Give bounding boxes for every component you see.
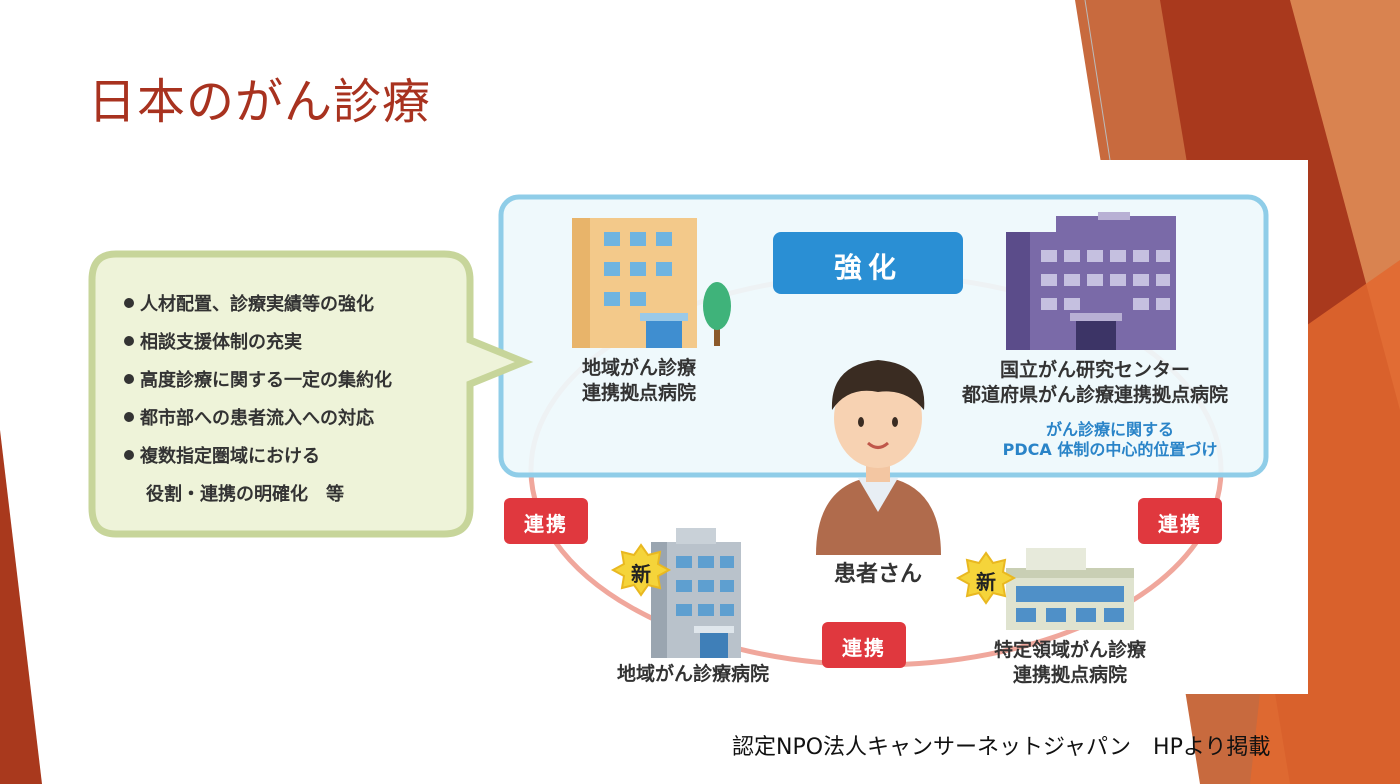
new-label-specific: 新 (971, 566, 1001, 595)
patient-label: 患者さん (798, 562, 958, 587)
source-credit: 認定NPO法人キャンサーネットジャパン HPより掲載 (732, 729, 1270, 761)
regional-hub-label-line1: 地域がん診療 (544, 356, 734, 381)
specific-area-label-line2: 連携拠点病院 (970, 663, 1170, 688)
strengthen-label: 強化 (773, 246, 963, 286)
bullet-item: 複数指定圏域における (124, 438, 392, 476)
national-center-note: がん診療に関する PDCA 体制の中心的位置づけ (960, 420, 1260, 460)
summary-bullets: 人材配置、診療実績等の強化 相談支援体制の充実 高度診療に関する一定の集約化 都… (124, 286, 392, 514)
national-center-label-line1: 国立がん研究センター (930, 358, 1260, 383)
slide-title: 日本のがん診療 (88, 62, 431, 132)
diagram-panel: 強化 地域がん診療 連携拠点病院 国立がん研究センター 都道府県がん診療連携拠点… (486, 160, 1308, 694)
bullet-continuation: 役割・連携の明確化 等 (124, 476, 392, 514)
link-label-right: 連携 (1138, 508, 1222, 537)
national-note-line2: PDCA 体制の中心的位置づけ (960, 440, 1260, 460)
specific-area-label-line1: 特定領域がん診療 (970, 638, 1170, 663)
national-center-label-line2: 都道府県がん診療連携拠点病院 (930, 383, 1260, 408)
bullet-item: 人材配置、診療実績等の強化 (124, 286, 392, 324)
national-center-label: 国立がん研究センター 都道府県がん診療連携拠点病院 (930, 358, 1260, 408)
regional-hub-label-line2: 連携拠点病院 (544, 381, 734, 406)
bullet-item: 都市部への患者流入への対応 (124, 400, 392, 438)
national-note-line1: がん診療に関する (960, 420, 1260, 440)
new-label-regional: 新 (626, 558, 656, 587)
specific-area-label: 特定領域がん診療 連携拠点病院 (970, 638, 1170, 688)
bg-shape-left (0, 430, 42, 784)
regional-hospital-label: 地域がん診療病院 (598, 662, 788, 687)
national-center-building-icon (1006, 212, 1176, 350)
link-label-bottom: 連携 (822, 632, 906, 661)
specific-area-hospital-icon (1006, 548, 1134, 630)
bullet-item: 高度診療に関する一定の集約化 (124, 362, 392, 400)
regional-hospital-icon (651, 528, 741, 658)
regional-hub-label: 地域がん診療 連携拠点病院 (544, 356, 734, 406)
bullet-item: 相談支援体制の充実 (124, 324, 392, 362)
